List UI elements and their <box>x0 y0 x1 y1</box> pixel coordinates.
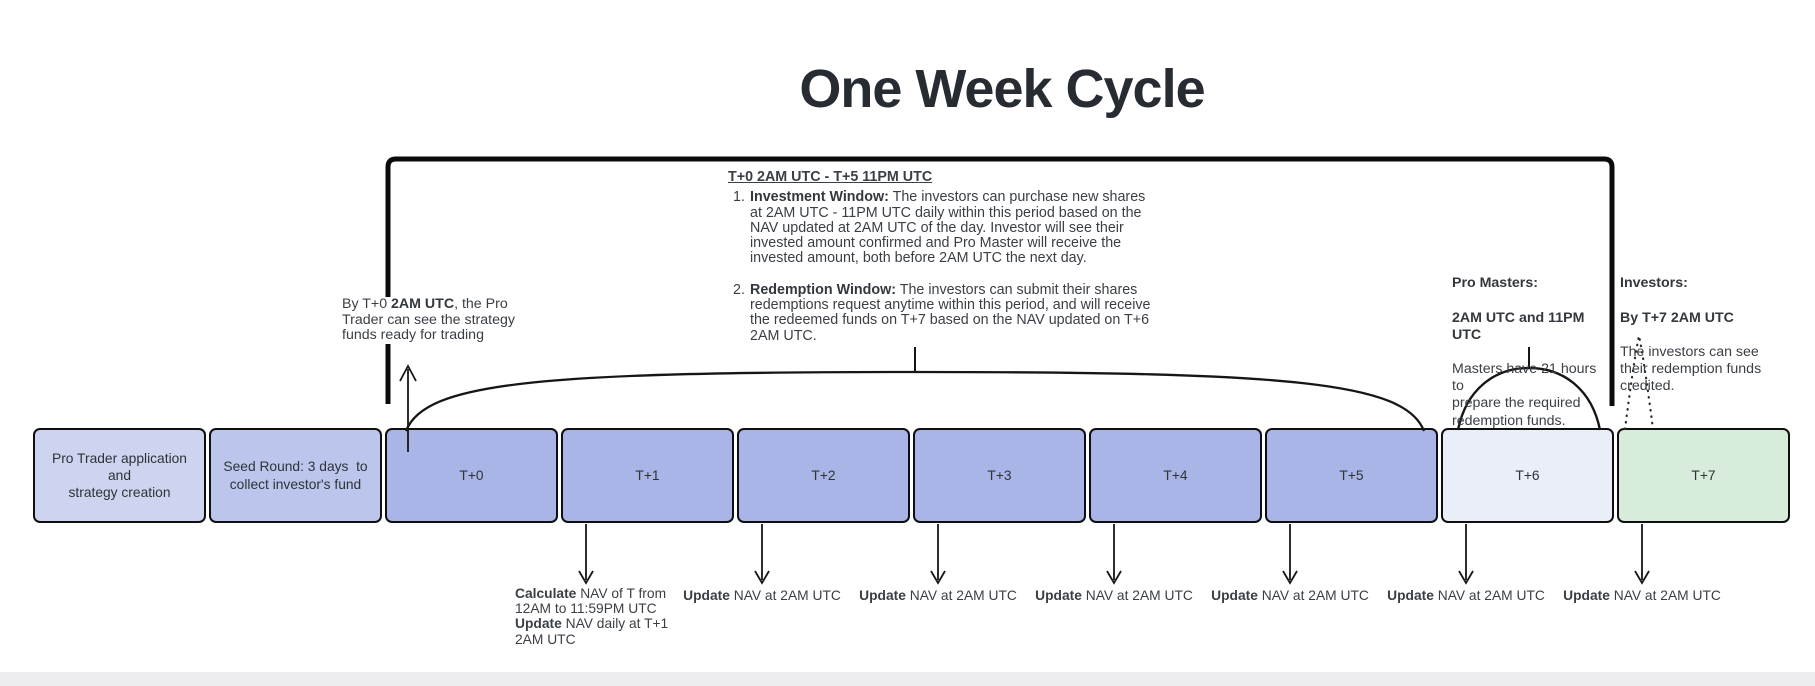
note-body: Masters have 21 hours to prepare the req… <box>1452 361 1597 429</box>
note-text: NAV at 2AM UTC <box>1609 588 1721 603</box>
list-number: 1. <box>733 189 745 206</box>
down-arrow <box>1458 524 1474 585</box>
pro-trader-note: By T+0 2AM UTC, the Pro Trader can see t… <box>342 296 527 344</box>
note-bold: 2AM UTC <box>391 296 455 312</box>
pro-masters-note: Pro Masters: 2AM UTC and 11PM UTC Master… <box>1452 258 1612 430</box>
window-list: 1. Investment Window: The investors can … <box>728 190 1160 344</box>
down-arrow <box>930 524 946 585</box>
note-bold: Update <box>1563 588 1610 603</box>
box-label: T+3 <box>987 467 1012 483</box>
update-nav-note-t4: Update NAV at 2AM UTC <box>1035 588 1193 603</box>
note-bold: Update <box>1035 588 1082 603</box>
timeline-box-application: Pro Trader application and strategy crea… <box>33 428 206 523</box>
timeline-box-t7: T+7 <box>1617 428 1790 523</box>
note-title: Pro Masters: <box>1452 275 1538 292</box>
note-bold: Update <box>1387 588 1434 603</box>
note-text: NAV at 2AM UTC <box>905 588 1017 603</box>
box-label: T+7 <box>1691 467 1716 483</box>
box-label: T+5 <box>1339 467 1364 483</box>
box-label: Pro Trader application and strategy crea… <box>52 450 187 501</box>
timeline-box-t6: T+6 <box>1441 428 1614 523</box>
note-text: NAV at 2AM UTC <box>1257 588 1369 603</box>
down-arrow <box>1282 524 1298 585</box>
box-label: T+6 <box>1515 467 1540 483</box>
update-nav-note-t3: Update NAV at 2AM UTC <box>859 588 1017 603</box>
note-subtitle: 2AM UTC and 11PM UTC <box>1452 309 1585 343</box>
list-number: 2. <box>733 281 745 298</box>
list-item-redemption-window: 2. Redemption Window: The investors can … <box>728 281 1160 344</box>
page-title: One Week Cycle <box>799 59 1205 119</box>
update-nav-note-t5: Update NAV at 2AM UTC <box>1211 588 1369 603</box>
item-label: Redemption Window: <box>750 281 896 298</box>
down-arrow <box>1106 524 1122 585</box>
timeline-box-t4: T+4 <box>1089 428 1262 523</box>
note-text: NAV at 2AM UTC <box>1081 588 1193 603</box>
note-bold: Calculate <box>515 586 577 601</box>
investment-window-span-curve <box>404 370 1426 432</box>
timeline-box-t5: T+5 <box>1265 428 1438 523</box>
box-label: T+2 <box>811 467 836 483</box>
update-nav-note-t2: Update NAV at 2AM UTC <box>683 588 841 603</box>
note-text: NAV daily at T+1 2AM UTC <box>515 616 669 647</box>
window-heading: T+0 2AM UTC - T+5 11PM UTC <box>728 169 933 185</box>
timeline-box-seed-round: Seed Round: 3 days to collect investor's… <box>209 428 382 523</box>
bottom-scrollbar-track <box>0 672 1815 686</box>
investors-note: Investors: By T+7 2AM UTC The investors … <box>1620 258 1790 395</box>
down-arrow <box>1634 524 1650 585</box>
note-subtitle: By T+7 2AM UTC <box>1620 309 1734 326</box>
timeline-box-t3: T+3 <box>913 428 1086 523</box>
note-text: NAV at 2AM UTC <box>1433 588 1545 603</box>
box-label: Seed Round: 3 days to collect investor's… <box>223 459 368 492</box>
window-description-block: T+0 2AM UTC - T+5 11PM UTC 1. Investment… <box>728 169 1160 344</box>
note-bold: Update <box>683 588 730 603</box>
note-text: NAV of T from 12AM to 11:59PM UTC <box>515 586 667 617</box>
note-bold: Update <box>515 616 562 632</box>
list-text: Investment Window: The investors can pur… <box>750 189 1160 267</box>
update-nav-note-t6: Update NAV at 2AM UTC <box>1387 588 1545 603</box>
item-label: Investment Window: <box>750 189 889 206</box>
note-bold: Update <box>859 588 906 603</box>
box-label: T+1 <box>635 467 660 483</box>
note-text: By T+0 <box>342 296 392 312</box>
note-title: Investors: <box>1620 275 1688 292</box>
down-arrow <box>754 524 770 585</box>
note-text: NAV at 2AM UTC <box>729 588 841 603</box>
nav-update-arrows <box>578 524 1650 585</box>
list-text: Redemption Window: The investors can sub… <box>750 281 1160 344</box>
down-arrow <box>578 524 594 585</box>
update-nav-note-t7: Update NAV at 2AM UTC <box>1563 588 1721 603</box>
timeline-box-t1: T+1 <box>561 428 734 523</box>
note-bold: Update <box>1211 588 1258 603</box>
box-label: T+0 <box>459 467 484 483</box>
timeline-box-t2: T+2 <box>737 428 910 523</box>
note-body: The investors can see their redemption f… <box>1620 343 1762 395</box>
calculate-nav-note: Calculate NAV of T from 12AM to 11:59PM … <box>515 586 705 647</box>
box-label: T+4 <box>1163 467 1188 483</box>
list-item-investment-window: 1. Investment Window: The investors can … <box>728 189 1160 267</box>
timeline-box-t0: T+0 <box>385 428 558 523</box>
